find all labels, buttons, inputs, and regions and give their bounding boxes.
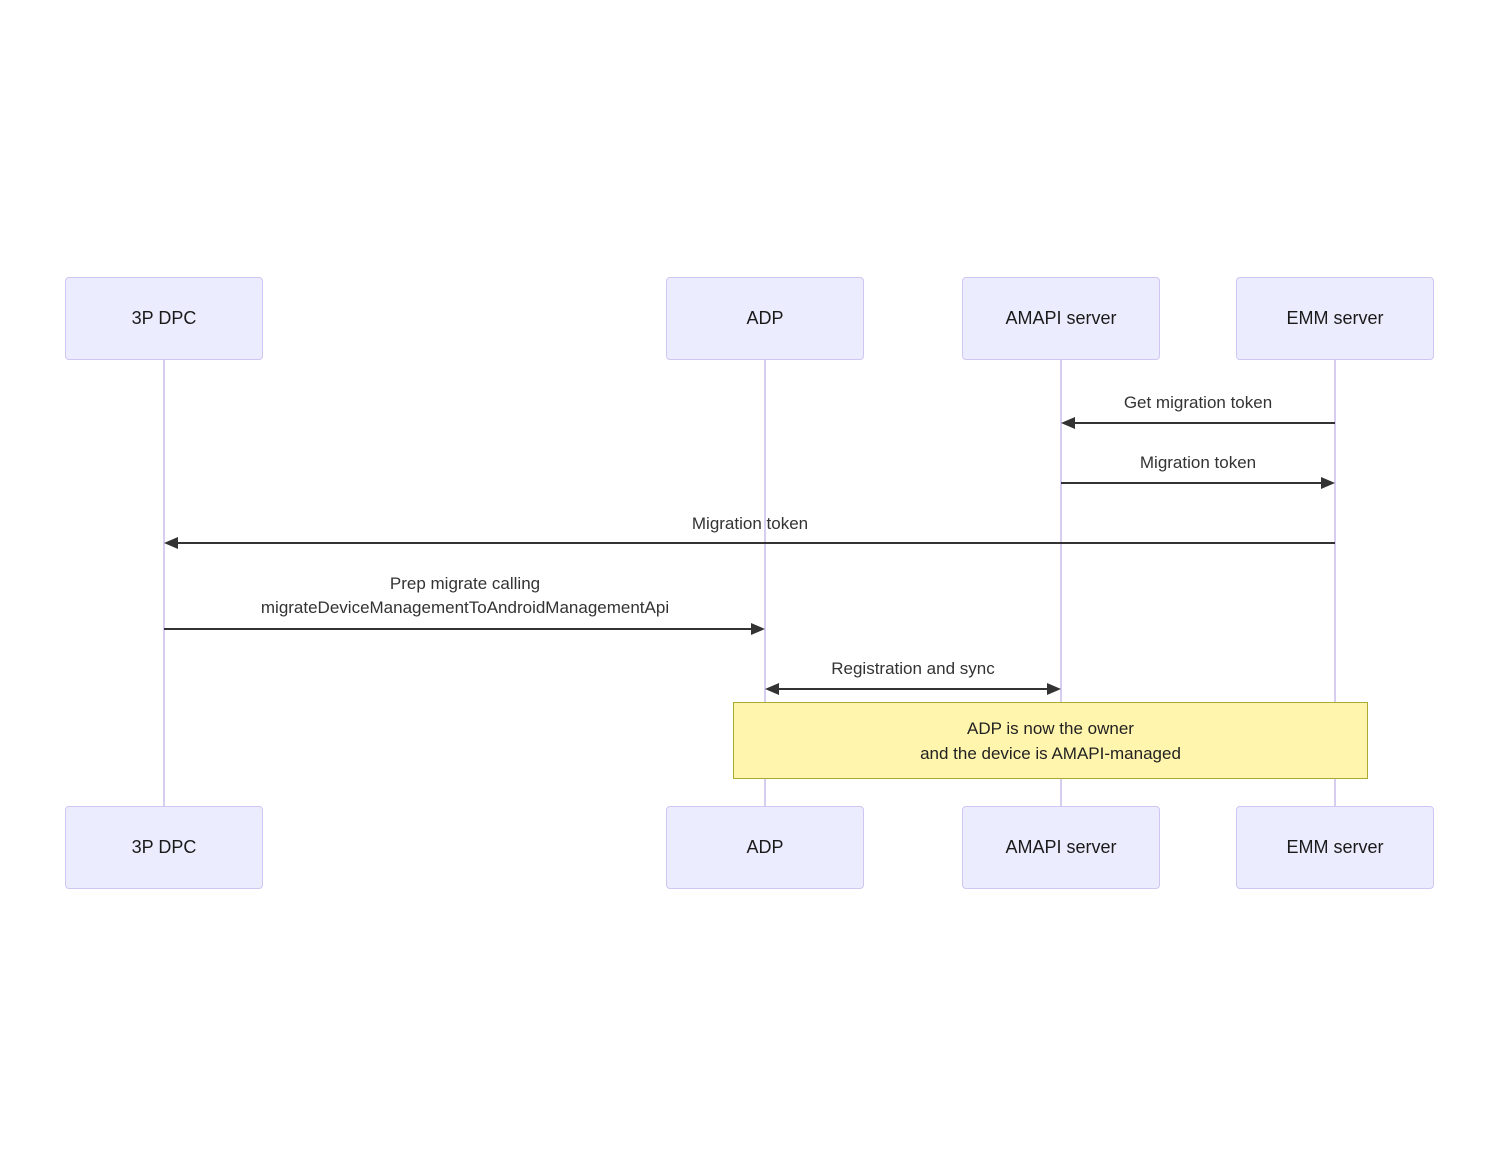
- arrowhead-left-icon: [765, 683, 779, 695]
- message-label-registration-and-sync: Registration and sync: [831, 659, 995, 678]
- actor-label: 3P DPC: [131, 837, 197, 857]
- message-label-line-1: Prep migrate calling: [389, 574, 541, 593]
- actor-label: ADP: [746, 308, 784, 328]
- actor-label: 3P DPC: [131, 308, 197, 328]
- actor-top-emm-server: EMM server: [1236, 277, 1434, 360]
- actor-label: AMAPI server: [1005, 837, 1117, 857]
- actor-top-amapi-server: AMAPI server: [962, 277, 1160, 360]
- arrowhead-right-icon: [751, 623, 765, 635]
- actor-bottom-amapi-server: AMAPI server: [962, 806, 1160, 889]
- message-line-registration-and-sync: [777, 688, 1049, 690]
- message-line-prep-migrate: [164, 628, 751, 630]
- actor-label: AMAPI server: [1005, 308, 1117, 328]
- actor-top-3p-dpc: 3P DPC: [65, 277, 263, 360]
- note-adp-owner: ADP is now the owner and the device is A…: [733, 702, 1368, 779]
- message-label-migration-token-to-emm: Migration token: [1139, 453, 1257, 472]
- message-label-line-2: migrateDeviceManagementToAndroidManageme…: [260, 598, 670, 617]
- actor-bottom-adp: ADP: [666, 806, 864, 889]
- message-label-get-migration-token: Get migration token: [1123, 393, 1273, 412]
- actor-top-adp: ADP: [666, 277, 864, 360]
- arrowhead-right-icon: [1047, 683, 1061, 695]
- lifeline-emm-server: [1334, 360, 1336, 807]
- message-label-prep-migrate: Prep migrate calling migrateDeviceManage…: [115, 572, 815, 620]
- message-line-migration-token-to-dpc: [175, 542, 1335, 544]
- arrowhead-left-icon: [1061, 417, 1075, 429]
- actor-bottom-emm-server: EMM server: [1236, 806, 1434, 889]
- lifeline-adp: [764, 360, 766, 807]
- arrowhead-left-icon: [164, 537, 178, 549]
- actor-label: ADP: [746, 837, 784, 857]
- actor-label: EMM server: [1286, 837, 1384, 857]
- arrowhead-right-icon: [1321, 477, 1335, 489]
- actor-label: EMM server: [1286, 308, 1384, 328]
- lifeline-amapi-server: [1060, 360, 1062, 807]
- message-line-migration-token-to-emm: [1061, 482, 1324, 484]
- message-label-migration-token-to-dpc: Migration token: [691, 514, 809, 533]
- message-line-get-migration-token: [1072, 422, 1335, 424]
- actor-bottom-3p-dpc: 3P DPC: [65, 806, 263, 889]
- note-line-2: and the device is AMAPI-managed: [920, 744, 1181, 763]
- note-line-1: ADP is now the owner: [967, 719, 1134, 738]
- lifeline-3p-dpc: [163, 360, 165, 807]
